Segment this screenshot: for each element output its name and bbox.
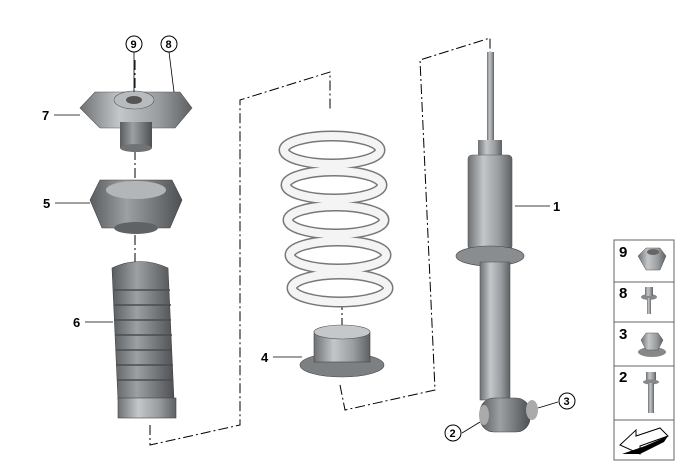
top-mount-part — [79, 90, 193, 152]
nut-icon — [637, 247, 667, 271]
callout-1: 1 — [553, 199, 560, 214]
panel-label-8: 8 — [619, 285, 627, 302]
callout-8-circled: 8 — [166, 39, 172, 51]
callout-2-circled: 2 — [450, 428, 456, 440]
lower-spring-seat-part — [299, 324, 385, 378]
collar-nut-icon — [638, 332, 666, 357]
callout-5: 5 — [43, 196, 50, 211]
callout-7: 7 — [42, 108, 49, 123]
callout-4: 4 — [261, 350, 269, 365]
callout-3-circled: 3 — [564, 396, 570, 408]
panel-label-9: 9 — [619, 244, 627, 261]
panel-label-3: 3 — [619, 326, 627, 343]
shock-absorber-part — [455, 52, 538, 433]
hardware-panel — [613, 239, 675, 461]
upper-spring-seat-part — [89, 179, 183, 234]
bolt-icon — [643, 372, 659, 413]
panel-label-2: 2 — [619, 369, 627, 386]
callout-6: 6 — [73, 315, 80, 330]
coil-spring-part — [278, 130, 394, 308]
leader-lines — [54, 51, 559, 434]
callout-9-circled: 9 — [131, 39, 137, 51]
screw-icon — [641, 287, 657, 314]
orientation-arrow-icon — [619, 427, 669, 455]
protective-boot-part — [111, 261, 177, 419]
